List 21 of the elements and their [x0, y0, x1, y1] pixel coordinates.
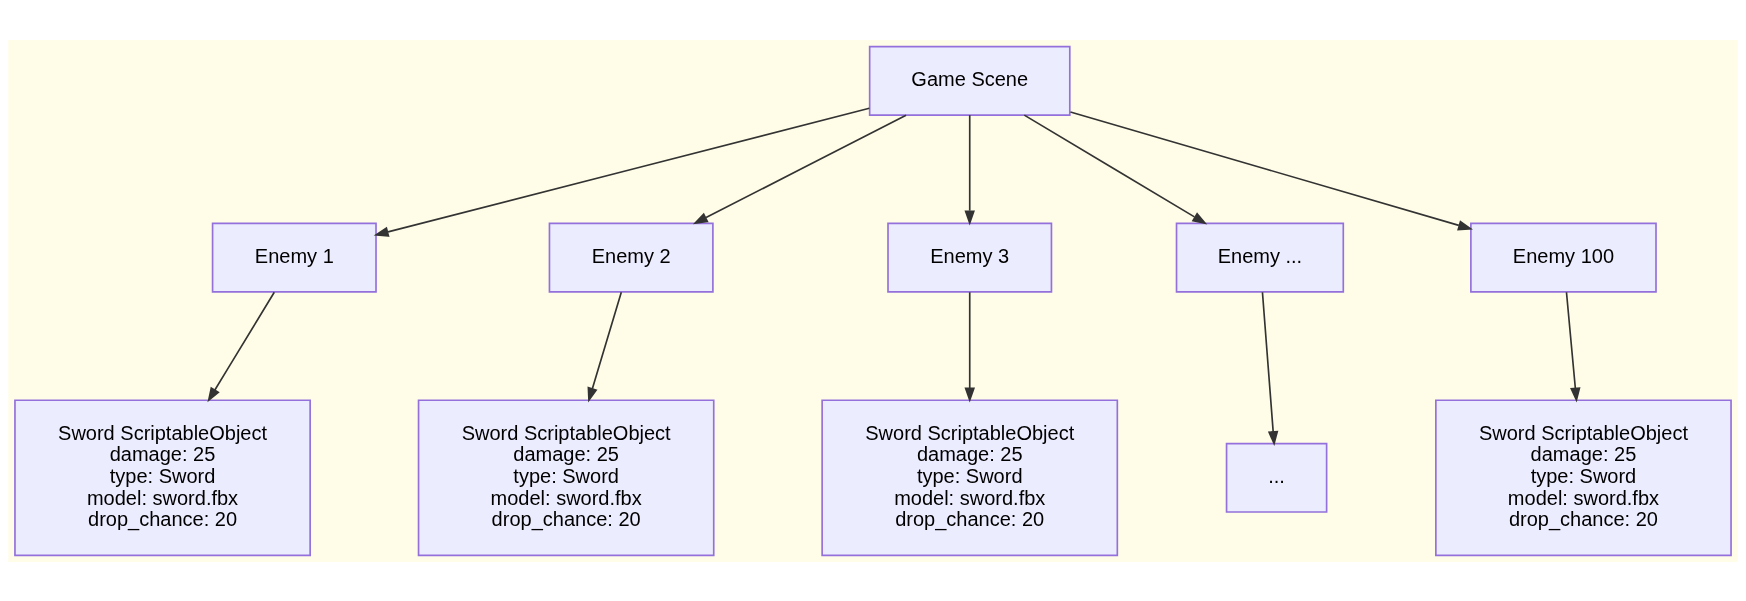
node-box: Enemy 100 [1470, 222, 1657, 293]
node-box: Game Scene [868, 45, 1071, 116]
arrow [1023, 113, 1208, 224]
arrow [373, 106, 871, 237]
arrow [1069, 110, 1473, 230]
arrow [207, 290, 276, 402]
node-box: Enemy 1 [211, 222, 377, 293]
arrow [964, 290, 975, 403]
node-box: Enemy 2 [548, 222, 714, 293]
node-box: Sword ScriptableObject damage: 25 type: Sword model: sword.fbx drop_chance: 20 [14, 398, 311, 556]
node-box: Enemy ... [1175, 222, 1345, 293]
arrow [1261, 290, 1279, 446]
node-box: Sword ScriptableObject damage: 25 type: Sword model: sword.fbx drop_chance: 20 [821, 398, 1119, 556]
arrow [1565, 290, 1581, 403]
node-box: ... [1225, 442, 1328, 513]
node-box: Sword ScriptableObject damage: 25 type: Sword model: sword.fbx drop_chance: 20 [417, 398, 715, 556]
node-box: Sword ScriptableObject damage: 25 type: Sword model: sword.fbx drop_chance: 20 [1435, 398, 1732, 556]
arrow [964, 113, 975, 225]
node-box: Enemy 3 [887, 222, 1053, 293]
arrow [692, 113, 907, 224]
arrow [587, 290, 623, 403]
